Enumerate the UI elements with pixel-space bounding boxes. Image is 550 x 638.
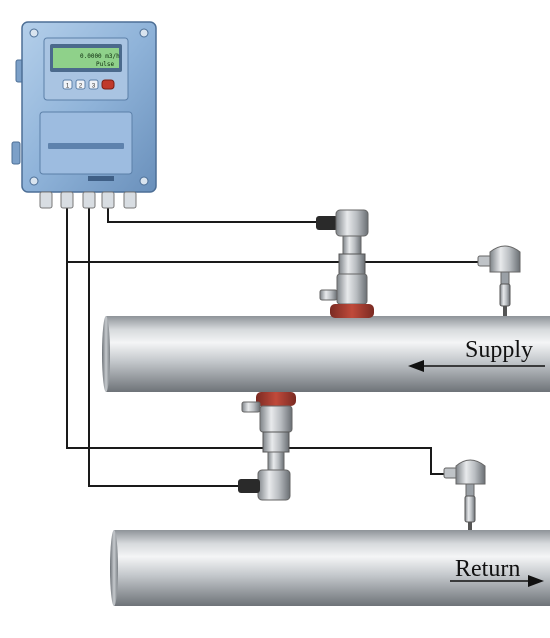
lcd-line-1: 0.0000 m3/h xyxy=(80,53,120,60)
return-flow-arrow xyxy=(450,575,544,587)
key-3-button[interactable] xyxy=(88,79,99,90)
supply-pipe-assembly: Supply xyxy=(102,316,550,392)
valve-handle xyxy=(241,401,261,413)
supply-temperature-probe xyxy=(477,245,521,316)
supply-flow-arrow xyxy=(408,360,545,372)
cable-gland xyxy=(123,191,137,209)
cable-supply-sensor xyxy=(107,208,318,223)
sensor-body xyxy=(267,451,285,471)
supply-flow-sensor xyxy=(316,209,374,318)
sensor-valve xyxy=(336,273,368,305)
return-gasket xyxy=(256,392,296,406)
cable-gland xyxy=(82,191,96,209)
key-1-label: 1 xyxy=(66,84,70,90)
return-pipe xyxy=(114,530,550,606)
sensor-nut xyxy=(262,431,290,453)
key-1-button[interactable] xyxy=(62,79,73,90)
sensor-connector xyxy=(238,479,260,493)
serial-label xyxy=(88,176,114,181)
probe-tip xyxy=(503,306,507,316)
key-red-button[interactable] xyxy=(101,79,115,90)
cable-gland xyxy=(60,191,74,209)
key-2-label: 2 xyxy=(79,84,83,90)
return-label: Return xyxy=(455,556,520,582)
sensor-valve xyxy=(259,405,293,433)
hinge-bottom xyxy=(11,141,21,165)
probe-neck xyxy=(465,483,475,497)
supply-label: Supply xyxy=(465,337,533,363)
supply-pipe xyxy=(106,316,550,392)
lcd-screen xyxy=(53,48,119,68)
screw xyxy=(29,28,39,38)
cable-gland xyxy=(39,191,53,209)
nameplate xyxy=(48,143,124,149)
return-pipe-end xyxy=(110,530,118,606)
return-temperature-probe xyxy=(443,459,486,532)
screw xyxy=(29,176,39,186)
sensor-connector xyxy=(316,216,338,230)
cable-return-temp xyxy=(66,262,450,475)
cable-glands xyxy=(39,191,137,209)
return-flow-sensor xyxy=(238,392,296,501)
probe-neck xyxy=(500,271,510,285)
sensor-nut xyxy=(338,253,366,275)
screw xyxy=(139,176,149,186)
keypad: 1 2 3 xyxy=(62,79,115,90)
flow-meter-unit: 0.0000 m3/h Pulse 1 2 3 xyxy=(11,21,157,209)
probe-head xyxy=(489,245,521,273)
cable-supply-temp xyxy=(66,208,484,263)
probe-stem xyxy=(499,283,511,307)
screw xyxy=(139,28,149,38)
return-pipe-assembly: Return xyxy=(110,530,550,606)
sensor-head xyxy=(257,469,291,501)
sensor-head xyxy=(335,209,369,237)
probe-tip xyxy=(468,522,472,532)
valve-handle xyxy=(319,289,338,301)
sensor-body xyxy=(342,235,362,255)
cable-gland xyxy=(101,191,115,209)
lcd-line-2: Pulse xyxy=(96,61,114,68)
supply-pipe-end xyxy=(102,316,110,392)
cable-return-sensor xyxy=(88,208,240,487)
probe-stem xyxy=(464,495,476,523)
probe-head xyxy=(455,459,486,485)
key-3-label: 3 xyxy=(92,84,96,90)
key-2-button[interactable] xyxy=(75,79,86,90)
supply-gasket xyxy=(330,304,374,318)
